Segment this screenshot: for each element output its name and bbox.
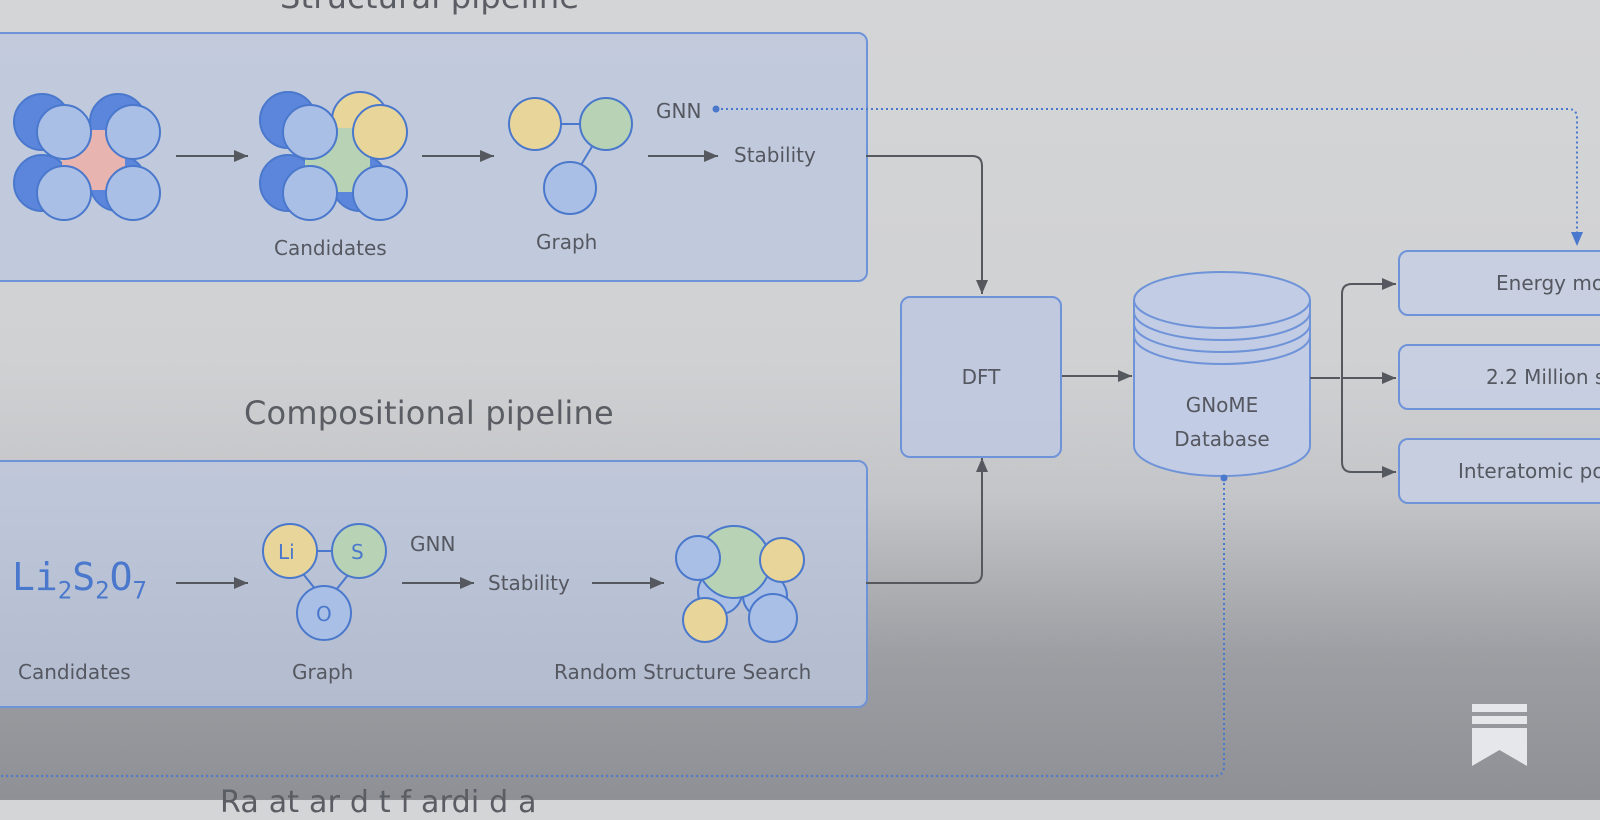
structural-stability-label: Stability xyxy=(734,143,816,167)
graph-node-s: S xyxy=(351,540,364,564)
structural-pipeline-heading: Structural pipeline xyxy=(280,0,579,16)
gnome-database-icon xyxy=(1133,271,1311,477)
formula-element-li: Li xyxy=(12,555,58,599)
database-label: GNoME Database xyxy=(1140,388,1304,456)
output-energy-models: Energy mo xyxy=(1398,250,1600,316)
dft-box: DFT xyxy=(900,296,1062,458)
output-interatomic-potentials-label: Interatomic po xyxy=(1458,459,1600,483)
bookmark-icon[interactable] xyxy=(1470,702,1530,772)
chemical-formula: Li2S2O7 xyxy=(12,555,147,605)
formula-subscript-2: 2 xyxy=(95,576,110,605)
random-structure-search-label: Random Structure Search xyxy=(554,660,812,684)
structural-gnn-label: GNN xyxy=(656,99,702,123)
database-label-line2: Database xyxy=(1174,427,1270,451)
structural-candidates-icon xyxy=(259,91,408,221)
dft-label: DFT xyxy=(961,365,1001,389)
structural-crystal-icon xyxy=(13,93,161,221)
graph-node-o: O xyxy=(316,602,332,626)
random-structure-cluster-icon xyxy=(675,525,805,643)
formula-subscript-3: 7 xyxy=(132,576,147,605)
compositional-graph-label: Graph xyxy=(292,660,354,684)
structural-graph-label: Graph xyxy=(536,230,598,254)
output-interatomic-potentials: Interatomic po xyxy=(1398,438,1600,504)
output-energy-models-label: Energy mo xyxy=(1496,271,1600,295)
pipeline-diagram-graphics xyxy=(0,91,1583,777)
compositional-pipeline-heading: Compositional pipeline xyxy=(244,394,614,432)
formula-element-s: S xyxy=(72,555,96,599)
output-million-structures: 2.2 Million s xyxy=(1398,344,1600,410)
compositional-stability-label: Stability xyxy=(488,571,570,595)
graph-node-li: Li xyxy=(278,540,295,564)
compositional-graph-icon xyxy=(262,523,387,641)
output-million-structures-label: 2.2 Million s xyxy=(1486,365,1600,389)
structural-candidates-label: Candidates xyxy=(274,236,387,260)
compositional-candidates-label: Candidates xyxy=(18,660,131,684)
formula-element-o: O xyxy=(109,555,133,599)
compositional-gnn-label: GNN xyxy=(410,532,456,556)
formula-subscript-1: 2 xyxy=(57,576,73,605)
database-label-line1: GNoME xyxy=(1185,393,1259,417)
structural-graph-icon xyxy=(508,97,633,215)
